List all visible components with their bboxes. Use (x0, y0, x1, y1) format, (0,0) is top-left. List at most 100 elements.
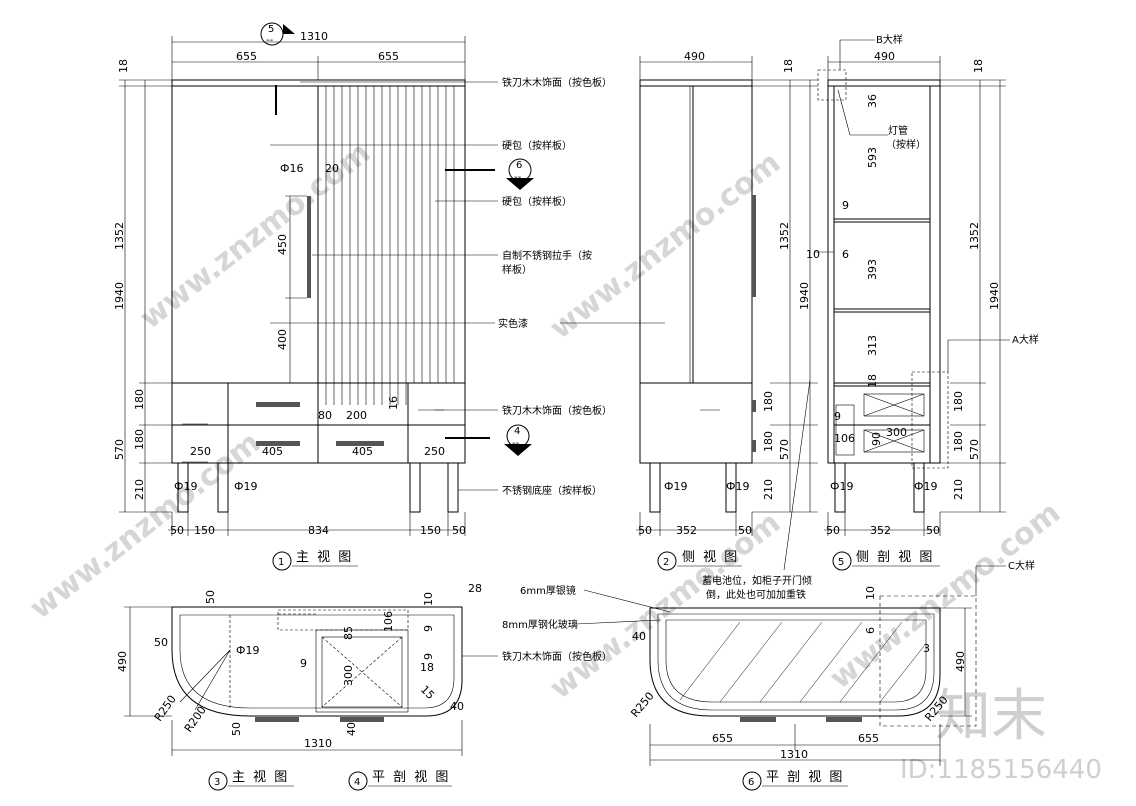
svg-text:5: 5 (838, 557, 844, 568)
label-silver-mirror: 6mm厚银镜 (520, 584, 576, 597)
dim-plan-r200: R200 (182, 704, 209, 735)
dim-section-depth: 490 (874, 50, 895, 63)
dim-bottom-150-left: 150 (194, 524, 215, 537)
svg-text:1: 1 (278, 557, 284, 568)
dim-section-leg-dia-right: Ф19 (914, 480, 937, 493)
dim-side-bottom-352: 352 (676, 524, 697, 537)
svg-text:--: -- (514, 172, 522, 183)
dim-6: 6 (842, 248, 849, 261)
dim-drawer-250-right: 250 (424, 445, 445, 458)
dim-393: 393 (866, 259, 879, 280)
dim-side-upper: 1352 (778, 222, 791, 250)
glass-hatch (679, 621, 925, 703)
view-title-2: 2 侧 视 图 (657, 550, 742, 571)
dim-side-leg-dia-right: Ф19 (726, 480, 749, 493)
dim-bottom-834: 834 (308, 524, 329, 537)
dim-plan-85: 85 (342, 626, 355, 640)
watermark-site: www.znzmo.com (133, 135, 377, 336)
dim-plan-50-left: 50 (154, 636, 168, 649)
svg-text:4: 4 (514, 426, 520, 437)
svg-text:6: 6 (516, 160, 522, 171)
svg-text:4: 4 (354, 777, 360, 788)
dim-leg-dia-right: Ф19 (234, 480, 257, 493)
dim-section-bottom-352: 352 (870, 524, 891, 537)
dim-side-bottom-50-left: 50 (638, 524, 652, 537)
dim-313: 313 (866, 335, 879, 356)
note-battery-1: 蓄电池位，如柜子开门倾 (702, 574, 812, 587)
dim-handle-gap: 20 (325, 162, 339, 175)
dim-36: 36 (866, 94, 879, 108)
dim-drawer-2: 180 (133, 429, 146, 450)
dim-section-drawer-2: 180 (952, 431, 965, 452)
dim-glass-655-left: 655 (712, 732, 733, 745)
dim-drawer-405-left: 405 (262, 445, 283, 458)
dim-593: 593 (866, 147, 879, 168)
dim-plan-r250: R250 (152, 693, 179, 724)
svg-text:侧 剖 视 图: 侧 剖 视 图 (856, 550, 934, 565)
svg-text:平 剖 视 图: 平 剖 视 图 (766, 770, 844, 785)
dim-glass-40: 40 (632, 630, 646, 643)
dim-glass-3: 3 (923, 642, 930, 655)
label-tempered-glass: 8mm厚钢化玻璃 (502, 618, 578, 631)
dim-plan-depth: 490 (116, 651, 129, 672)
dim-plan-40-bottom: 40 (345, 722, 358, 736)
section-marker-4: 4 -- (504, 424, 532, 456)
label-veneer-drawer: 铁刀木木饰面（按色板） (502, 404, 612, 417)
dim-glass-6: 6 (864, 627, 877, 634)
dim-side-drawer-1: 180 (762, 391, 775, 412)
label-handle-2: 样板） (502, 263, 532, 276)
watermark-id: ID:1185156440 (900, 755, 1102, 785)
dim-section-leg-dia-left: Ф19 (830, 480, 853, 493)
dim-106: 106 (834, 432, 855, 445)
dim-right-width: 655 (378, 50, 399, 63)
svg-text:5: 5 (268, 24, 274, 35)
dim-leg-dia-left: Ф19 (174, 480, 197, 493)
dim-glass-10: 10 (864, 586, 877, 600)
label-lamp-sample: （按样） (886, 138, 926, 151)
label-plan-veneer: 铁刀木木饰面（按色板） (502, 650, 612, 663)
svg-text:6: 6 (748, 777, 754, 788)
dim-section-bottom-50-left: 50 (826, 524, 840, 537)
dim-side-depth: 490 (684, 50, 705, 63)
label-lamp: 灯管 (888, 124, 908, 137)
dim-side-total: 1940 (798, 282, 811, 310)
label-detail-b: B大样 (876, 33, 903, 46)
dim-section-top: 18 (972, 59, 985, 73)
fluted-panel (325, 86, 455, 405)
dim-lower-height: 570 (113, 439, 126, 460)
dim-plan-18: 18 (420, 661, 434, 674)
svg-text:--: -- (266, 35, 274, 46)
side-view: 490 18 1352 1940 180 570 180 210 Ф19 Ф19 (636, 50, 818, 571)
dim-bottom-150-right: 150 (420, 524, 441, 537)
dim-bottom-50-right: 50 (452, 524, 466, 537)
dim-plan-15: 15 (418, 683, 437, 702)
label-steel-base: 不锈钢底座（按样板） (502, 484, 602, 497)
label-solid-paint: 实色漆 (498, 317, 528, 330)
section-marker-5: 5 -- (260, 22, 295, 115)
dim-9-a: 9 (842, 199, 849, 212)
label-upholstery-2: 硬包（按样板） (502, 195, 572, 208)
dim-plan-50-top: 50 (204, 590, 217, 604)
dim-300: 300 (886, 426, 907, 439)
view-title-1: 1 主 视 图 (272, 550, 358, 571)
dim-18: 18 (866, 374, 879, 388)
plan-view-left: Ф19 R250 R200 50 50 50 490 1310 9 300 85… (116, 582, 612, 791)
label-upholstery-1: 硬包（按样板） (502, 139, 572, 152)
dim-side-drawer-2: 180 (762, 431, 775, 452)
dim-section-bottom-50-right: 50 (926, 524, 940, 537)
view-title-5: 5 侧 剖 视 图 (832, 550, 940, 571)
dim-handle-dia: Ф16 (280, 162, 303, 175)
svg-text:侧 视 图: 侧 视 图 (682, 550, 739, 565)
dim-total-width: 1310 (300, 30, 328, 43)
dim-handle-length: 450 (276, 234, 289, 255)
dim-section-upper: 1352 (968, 222, 981, 250)
dim-leg-height: 210 (133, 479, 146, 500)
label-veneer-top: 铁刀木木饰面（按色板） (502, 76, 612, 89)
dim-glass-depth: 490 (954, 651, 967, 672)
dim-handle-height: 400 (276, 329, 289, 350)
dim-drawer-405-right: 405 (352, 445, 373, 458)
dim-section-lower: 570 (968, 439, 981, 460)
dim-upper-height: 1352 (113, 222, 126, 250)
dim-plan-106: 106 (382, 611, 395, 632)
